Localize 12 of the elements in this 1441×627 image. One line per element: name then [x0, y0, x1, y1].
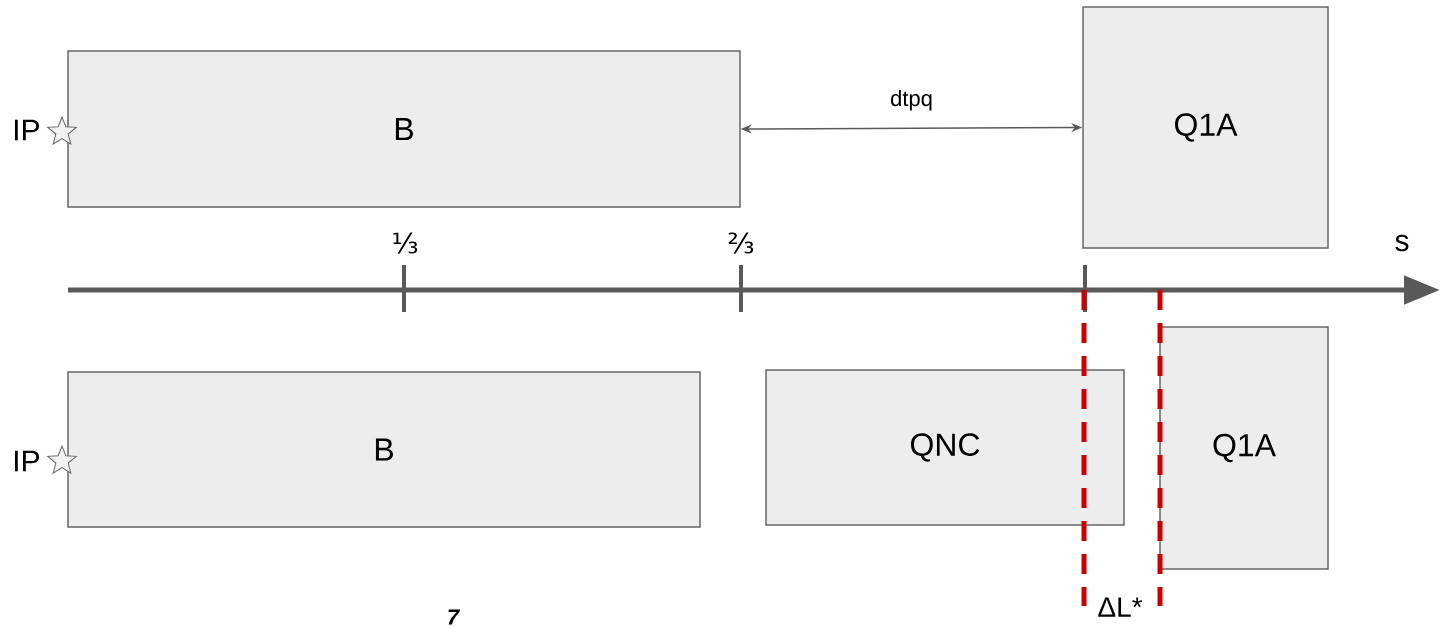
ip-label: IP [15, 119, 39, 141]
block-box: B [67, 371, 701, 528]
ip-label: IP [15, 450, 39, 472]
block-box: QNC [765, 369, 1125, 526]
block-box: Q1A [1082, 6, 1329, 249]
delta-label: ΔL* [1098, 597, 1143, 617]
label: 7 [448, 609, 460, 625]
block-box: B [67, 50, 741, 208]
fraction-label: ⅔ [728, 232, 754, 254]
edge-label: dtpq [891, 90, 932, 111]
axis-label: s [1395, 234, 1409, 252]
block-box: Q1A [1159, 326, 1329, 570]
